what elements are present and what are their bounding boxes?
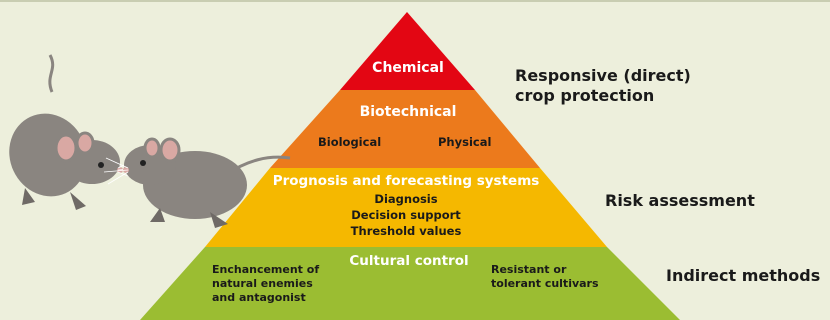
mouse-right-illustration	[103, 137, 291, 228]
physical-label: Physical	[438, 135, 492, 149]
tier-biotechnical	[270, 90, 540, 168]
cultural-left-line: and antagonist	[212, 291, 306, 304]
prognosis-item: Diagnosis	[374, 192, 438, 206]
prognosis-item: Decision support	[351, 208, 461, 222]
mouse-left-illustration	[9, 54, 143, 210]
responsive-label-line1: Responsive (direct)	[515, 66, 691, 85]
cultural-left-line: natural enemies	[212, 277, 313, 290]
indirect-methods-label: Indirect methods	[666, 266, 821, 285]
tier-chemical	[340, 12, 475, 90]
biological-label: Biological	[318, 135, 382, 149]
cultural-right-line: Resistant or	[491, 263, 567, 276]
tier-prognosis	[205, 168, 607, 247]
tier-cultural-control	[140, 247, 680, 320]
cultural-right-line: tolerant cultivars	[491, 277, 599, 290]
cultural-left-line: Enchancement of	[212, 263, 320, 276]
risk-assessment-label: Risk assessment	[605, 191, 755, 210]
biotechnical-label: Biotechnical	[359, 104, 457, 120]
responsive-label-line2: crop protection	[515, 86, 655, 105]
chemical-label: Chemical	[372, 60, 444, 76]
cultural-control-label: Cultural control	[349, 253, 469, 269]
prognosis-item: Threshold values	[350, 224, 462, 238]
prognosis-label: Prognosis and forecasting systems	[272, 173, 540, 189]
